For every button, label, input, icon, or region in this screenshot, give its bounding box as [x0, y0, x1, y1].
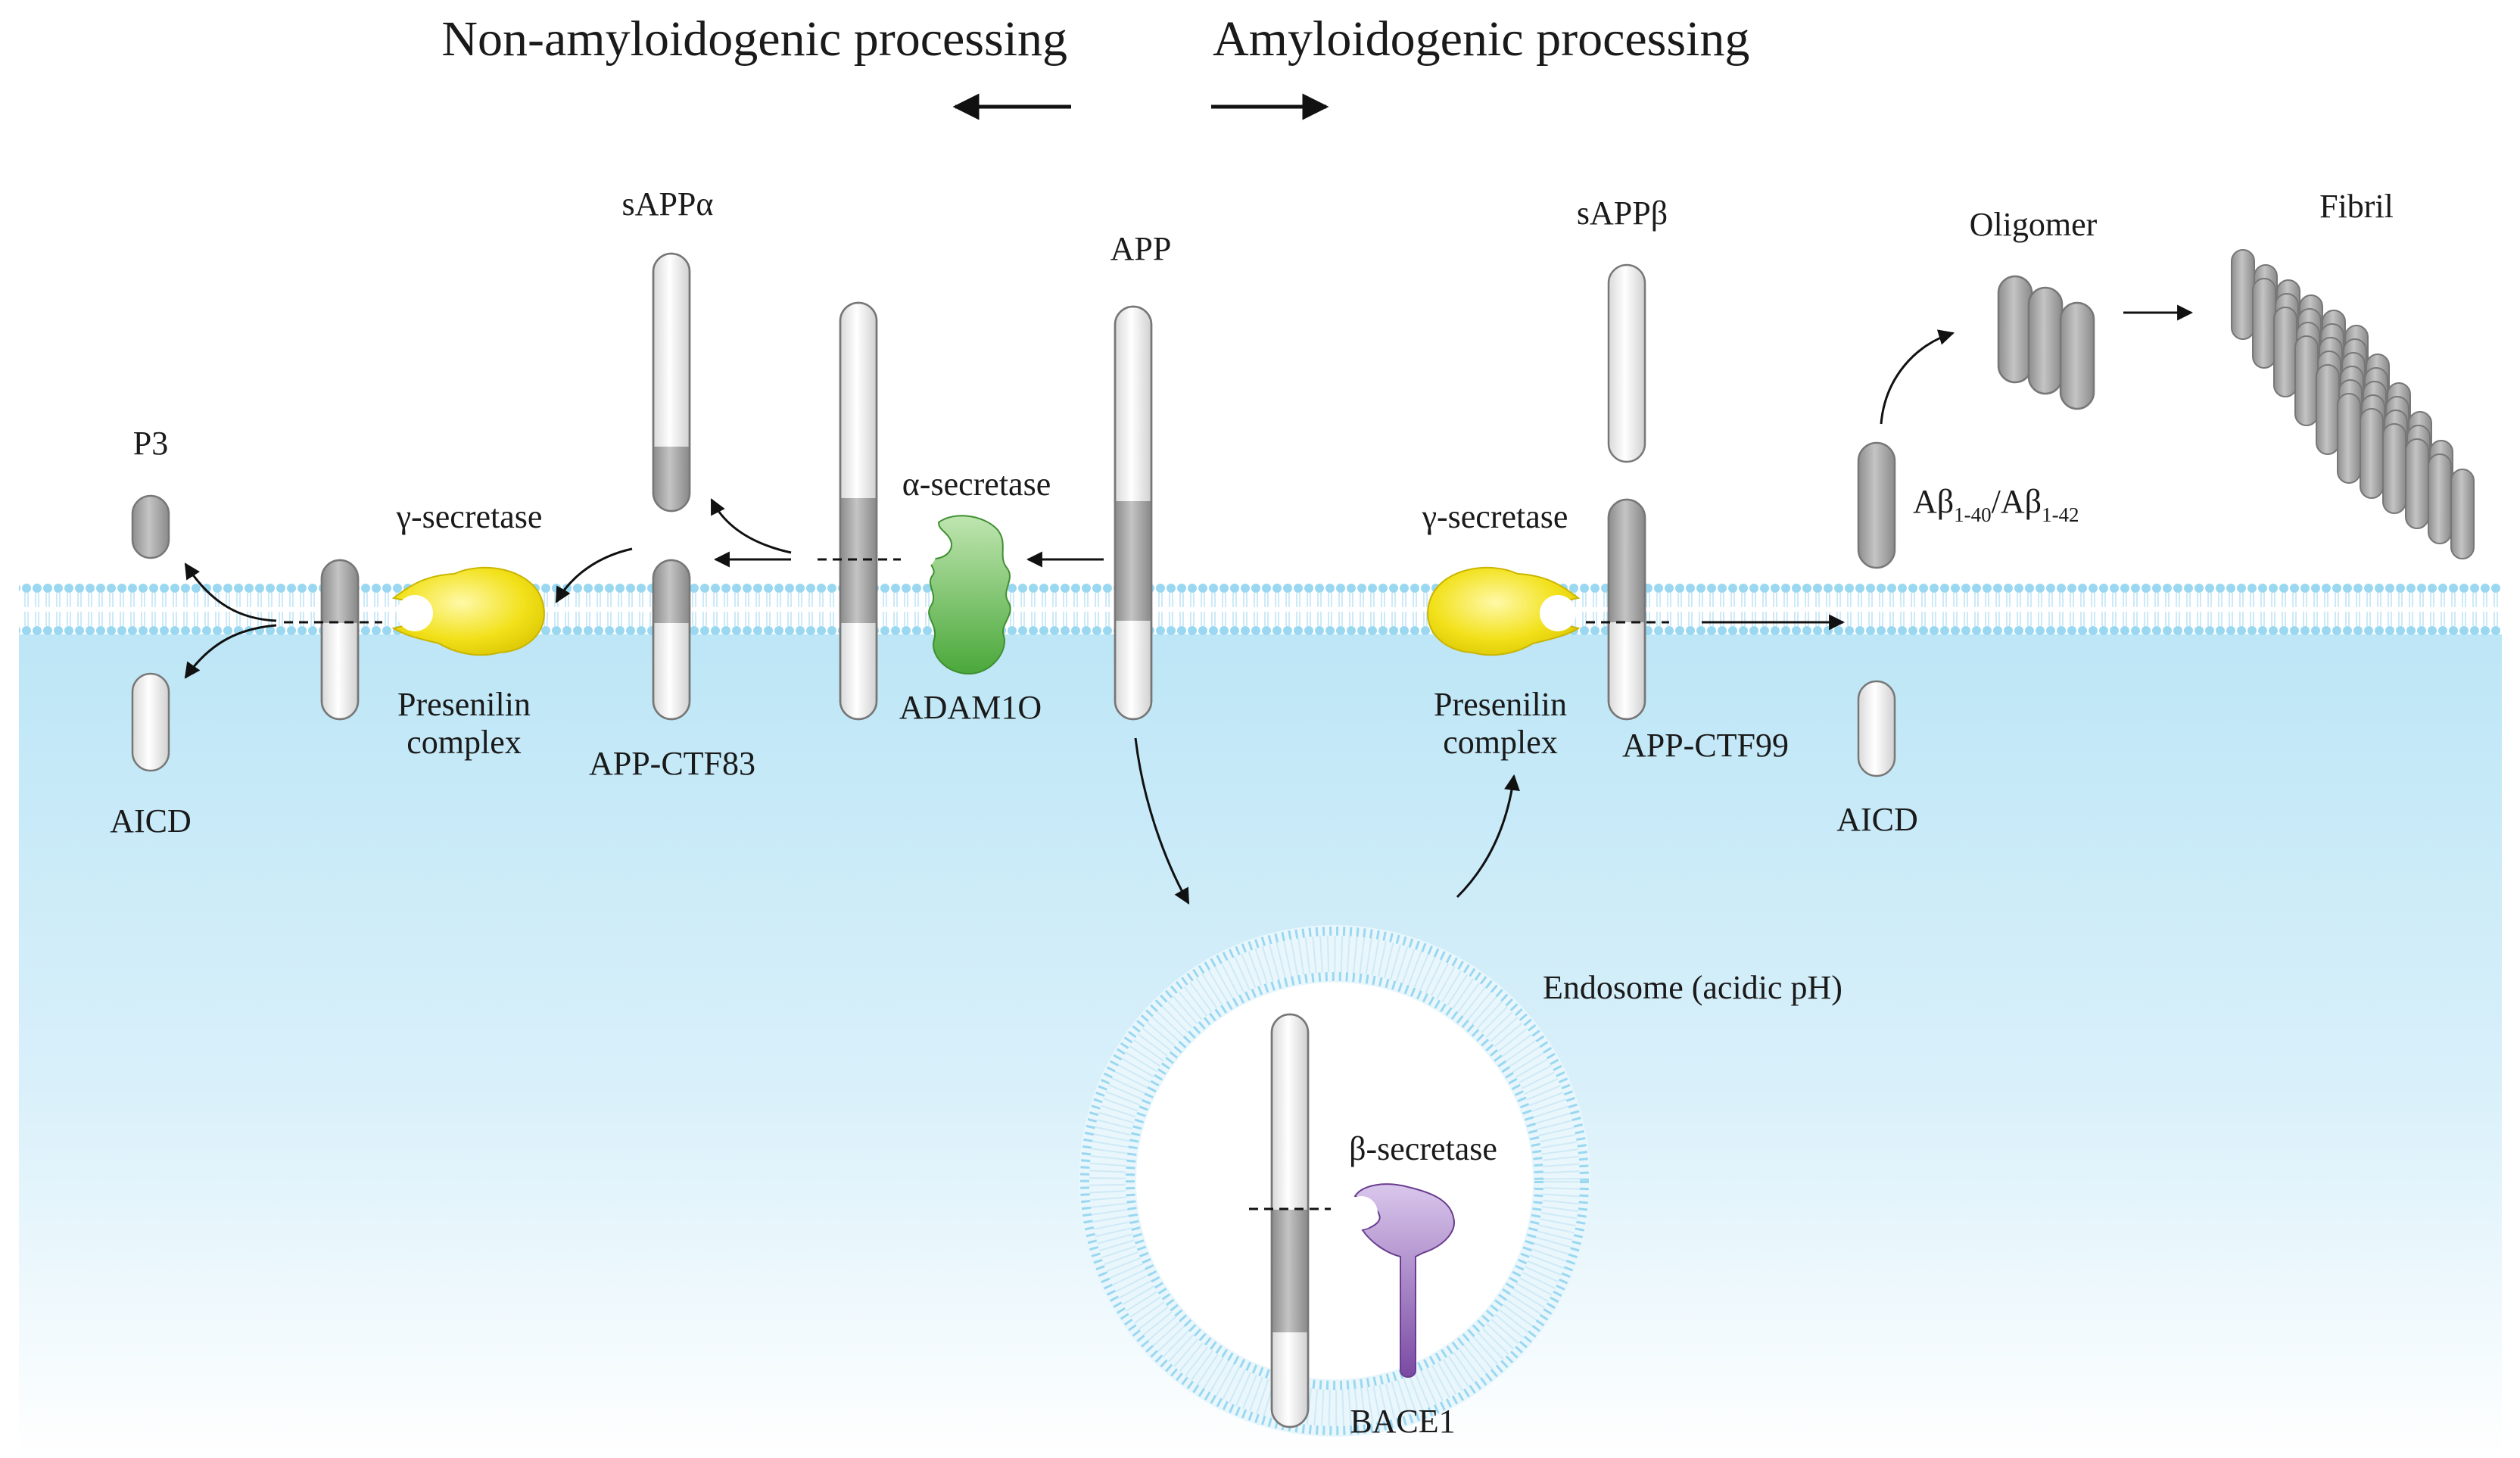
app-alpha-cleavage	[839, 301, 878, 721]
ctf83-gamma-cleavage	[320, 559, 360, 721]
oligomer	[1997, 275, 2095, 410]
label-presenilin-right-2: complex	[1443, 724, 1558, 761]
plasma-membrane	[19, 583, 2502, 636]
fibril-unit	[2382, 423, 2406, 514]
label-presenilin-left-1: Presenilin	[397, 686, 531, 723]
fibril-unit	[2252, 278, 2276, 369]
arrow-to-sappa	[710, 498, 792, 554]
arrow-to-aicd-left	[184, 624, 277, 679]
fibril-unit	[2294, 335, 2319, 426]
presenilin-complex-left	[391, 566, 545, 656]
arrow-to-presenilin-left	[555, 547, 633, 603]
sappa-fragment	[652, 252, 691, 512]
arrow-to-p3	[184, 562, 277, 622]
label-presenilin-right-1: Presenilin	[1434, 686, 1567, 723]
app-protein	[1114, 305, 1153, 721]
arrow-endosome-to-presenilin	[1456, 774, 1520, 899]
label-fibril: Fibril	[2319, 188, 2394, 225]
adam10-enzyme	[903, 515, 1011, 675]
label-aicd-left: AICD	[110, 802, 192, 840]
label-aicd-right: AICD	[1836, 801, 1918, 838]
label-endosome: Endosome (acidic pH)	[1543, 969, 1842, 1006]
label-oligomer: Oligomer	[1970, 206, 2098, 243]
presenilin-complex-right	[1427, 566, 1581, 656]
endosome	[1079, 925, 1590, 1437]
fibril-unit	[2337, 393, 2361, 484]
fibril-unit	[2450, 469, 2475, 559]
arrow-abeta-to-oligomer	[1880, 329, 1955, 425]
fibril	[2231, 249, 2475, 559]
heading-amyloidogenic: Amyloidogenic processing	[1213, 11, 1749, 67]
label-presenilin-left-2: complex	[407, 724, 522, 761]
fibril-unit	[2360, 408, 2384, 499]
label-gamma-right: γ-secretase	[1422, 498, 1568, 535]
sappb-fragment	[1607, 263, 1646, 463]
ctf83-fragment	[652, 559, 691, 721]
label-beta-secretase: β-secretase	[1349, 1130, 1497, 1167]
label-ctf83: APP-CTF83	[589, 745, 755, 782]
fibril-unit	[2273, 307, 2297, 397]
arrow-app-to-endosome	[1134, 737, 1190, 905]
heading-non-amyloidogenic: Non-amyloidogenic processing	[441, 11, 1067, 67]
p3-fragment	[131, 494, 170, 559]
fibril-unit	[2405, 438, 2429, 529]
label-abeta: Aβ1-40/Aβ1-42	[1913, 483, 2079, 526]
label-p3: P3	[133, 425, 168, 462]
app-in-endosome	[1270, 1013, 1310, 1428]
fibril-unit	[2316, 364, 2340, 455]
label-alpha-secretase: α-secretase	[902, 466, 1051, 503]
label-sappa: sAPPα	[622, 185, 714, 223]
aicd-left-fragment	[131, 672, 170, 772]
label-sappb: sAPPβ	[1577, 195, 1668, 232]
fibril-unit	[2428, 453, 2452, 544]
label-app: APP	[1110, 230, 1172, 267]
ctf99-fragment	[1607, 498, 1646, 721]
abeta-fragment	[1857, 441, 1896, 569]
bace1-enzyme	[1344, 1183, 1455, 1378]
label-bace1: BACE1	[1350, 1403, 1455, 1440]
label-adam10: ADAM1O	[899, 689, 1042, 726]
label-ctf99: APP-CTF99	[1622, 727, 1789, 764]
label-gamma-left: γ-secretase	[396, 498, 543, 535]
fibril-unit	[2231, 249, 2255, 340]
aicd-right-fragment	[1857, 680, 1896, 777]
